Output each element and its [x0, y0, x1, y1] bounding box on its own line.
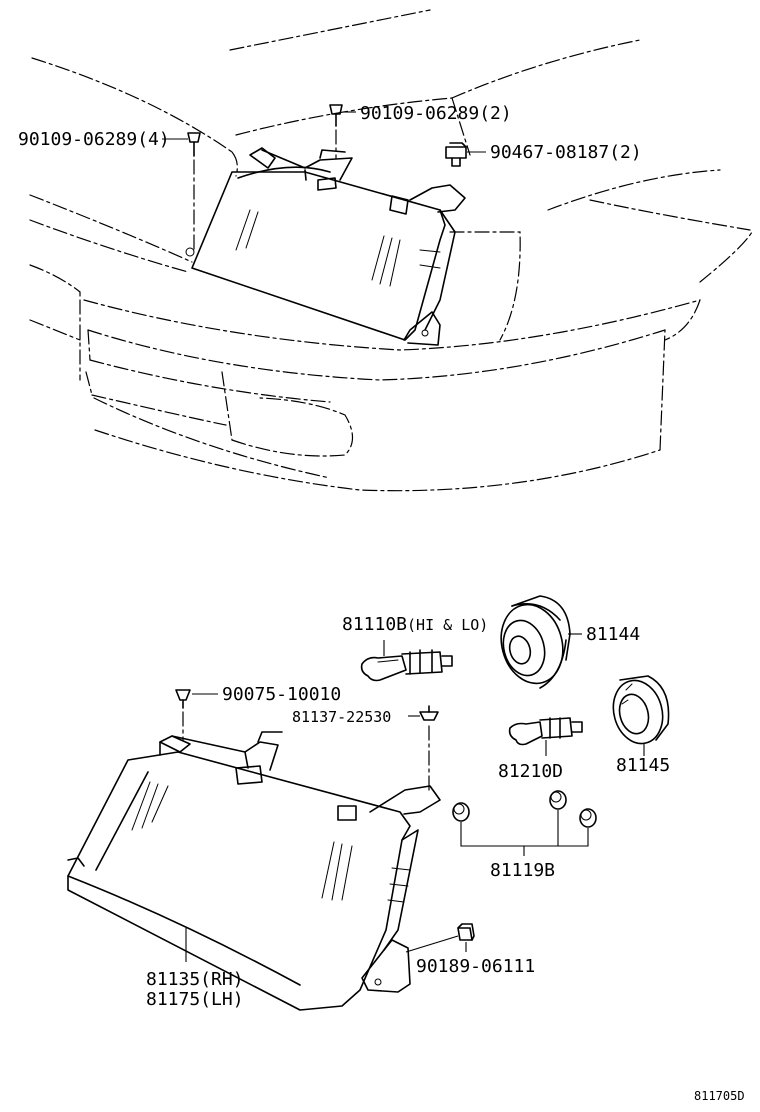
headlamp-assembly	[67, 731, 441, 1011]
label-bulb-hi-lo-part: 81110B	[342, 614, 407, 635]
diagram-code: 811705D	[694, 1089, 745, 1103]
label-caps-group: 81119B	[490, 860, 555, 881]
label-clip-left-top: 90109-06289(4)	[18, 129, 170, 150]
label-headlamp-lh: 81175(LH)	[146, 989, 244, 1010]
label-cover-large: 81144	[586, 624, 640, 645]
label-bulb-hi-lo: 81110B(HI & LO)	[342, 614, 488, 635]
label-headlamp-rh: 81135(RH)	[146, 969, 244, 990]
screw-icon-left	[187, 132, 201, 251]
nut-icon-top-right	[445, 142, 467, 167]
screw-icon-mid	[329, 104, 343, 159]
vehicle-body-outline	[29, 9, 753, 492]
leader-line	[405, 935, 459, 953]
bulb-icon-hi-lo	[360, 649, 453, 682]
label-cover-small: 81145	[616, 755, 670, 776]
cover-icon-large	[500, 595, 571, 689]
cap-icons	[452, 790, 597, 856]
headlamp-installed	[185, 147, 466, 346]
label-nut-lower: 90189-06111	[416, 956, 535, 977]
label-bulb-hi-lo-note: (HI & LO)	[407, 616, 488, 634]
label-clip-lower: 90075-10010	[222, 684, 341, 705]
clip-icon-lower-2	[419, 705, 439, 791]
label-nut-top-right: 90467-08187(2)	[490, 142, 642, 163]
cover-icon-small	[612, 675, 670, 745]
clip-icon-lower	[175, 689, 191, 741]
bulb-icon-small	[508, 717, 583, 746]
nut-icon-lower	[457, 923, 475, 952]
label-bulb-small: 81210D	[498, 761, 563, 782]
label-clip-lower-2: 81137-22530	[292, 708, 391, 726]
label-clip-mid-top: 90109-06289(2)	[360, 103, 512, 124]
